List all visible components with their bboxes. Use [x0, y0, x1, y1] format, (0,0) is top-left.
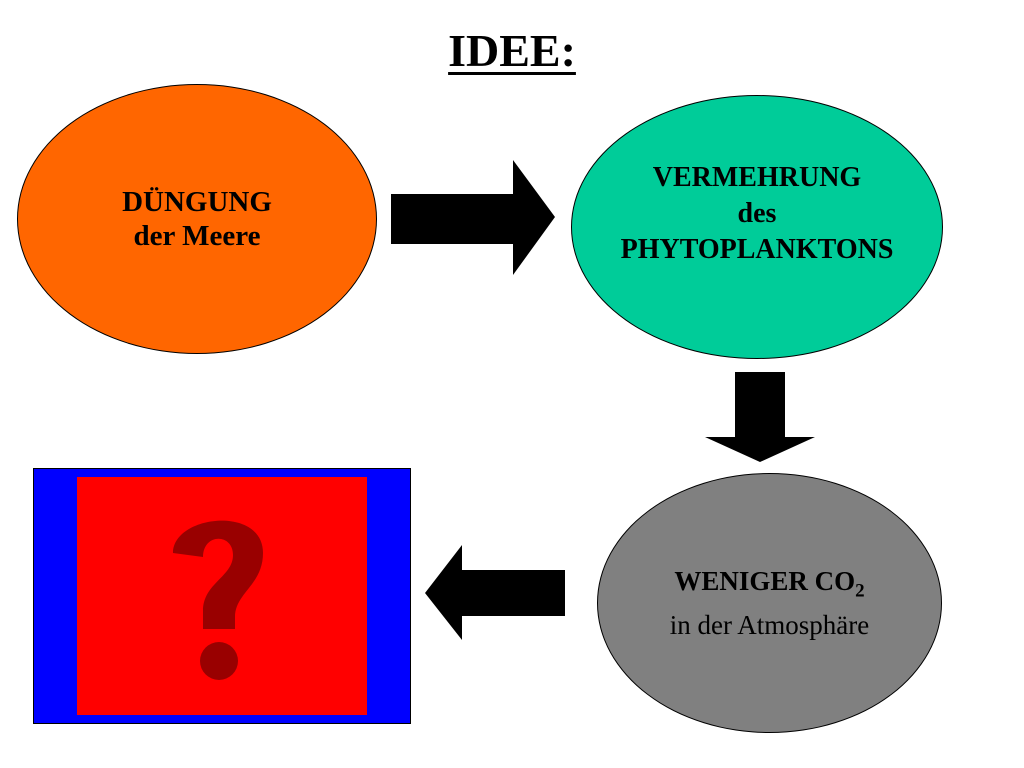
- node-duengung-line2: der Meere: [133, 220, 261, 252]
- node-vermehrung-line2: des: [737, 198, 777, 229]
- arrow-left-shape: [425, 545, 565, 640]
- question-mark-hook: [173, 520, 263, 629]
- node-duengung: DÜNGUNG der Meere: [17, 84, 377, 354]
- arrow-right-icon: [391, 160, 555, 275]
- node-duengung-line1: DÜNGUNG: [122, 186, 272, 218]
- node-vermehrung-line3: PHYTOPLANKTONS: [620, 234, 894, 265]
- arrow-right-shape: [391, 160, 555, 275]
- arrow-down-icon: [705, 372, 815, 462]
- node-vermehrung: VERMEHRUNG des PHYTOPLANKTONS: [571, 95, 943, 359]
- arrow-down-shape: [705, 372, 815, 462]
- question-mark-icon: [173, 520, 263, 680]
- node-weniger-co2: WENIGER CO2 in der Atmosphäre: [597, 473, 942, 733]
- node-weniger-co-subscript: 2: [855, 580, 865, 602]
- diagram-title: IDEE:: [448, 25, 576, 76]
- node-vermehrung-line1: VERMEHRUNG: [652, 162, 862, 193]
- question-mark-dot: [200, 642, 238, 680]
- node-weniger-line1: WENIGER CO2: [674, 564, 864, 608]
- node-weniger-co-text: WENIGER CO: [674, 565, 856, 596]
- node-weniger-line2: in der Atmosphäre: [669, 610, 870, 641]
- arrow-left-icon: [425, 545, 565, 640]
